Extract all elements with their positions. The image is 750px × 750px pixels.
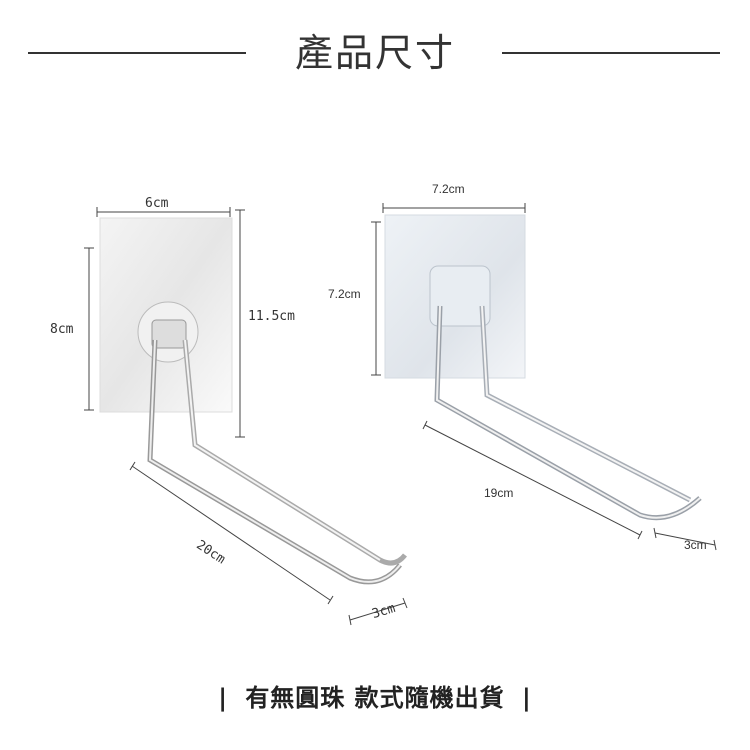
right-dimension-lines	[371, 203, 717, 551]
title-row: 產品尺寸	[0, 14, 750, 75]
title-divider-right	[502, 52, 720, 54]
right-height-label: 7.2cm	[328, 287, 361, 301]
footer-separator-right: |	[522, 684, 532, 712]
right-hook-label: 3cm	[684, 538, 707, 552]
footer-separator-left: |	[218, 684, 228, 712]
left-total-height-label: 11.5cm	[248, 309, 295, 324]
right-width-label: 7.2cm	[432, 182, 465, 196]
left-height-label: 8cm	[50, 322, 74, 337]
left-hook-product	[99, 217, 407, 585]
right-length-label: 19cm	[484, 486, 514, 500]
left-width-label: 6cm	[145, 196, 169, 211]
footer-text: 有無圓珠 款式隨機出貨	[245, 684, 505, 712]
left-dimension-lines	[84, 207, 408, 626]
footer-note: | 有無圓珠 款式隨機出貨 |	[0, 678, 750, 713]
right-bracket	[429, 265, 491, 327]
title-divider-left	[28, 52, 246, 54]
page-title: 產品尺寸	[294, 31, 455, 75]
right-hook-product	[384, 214, 702, 521]
